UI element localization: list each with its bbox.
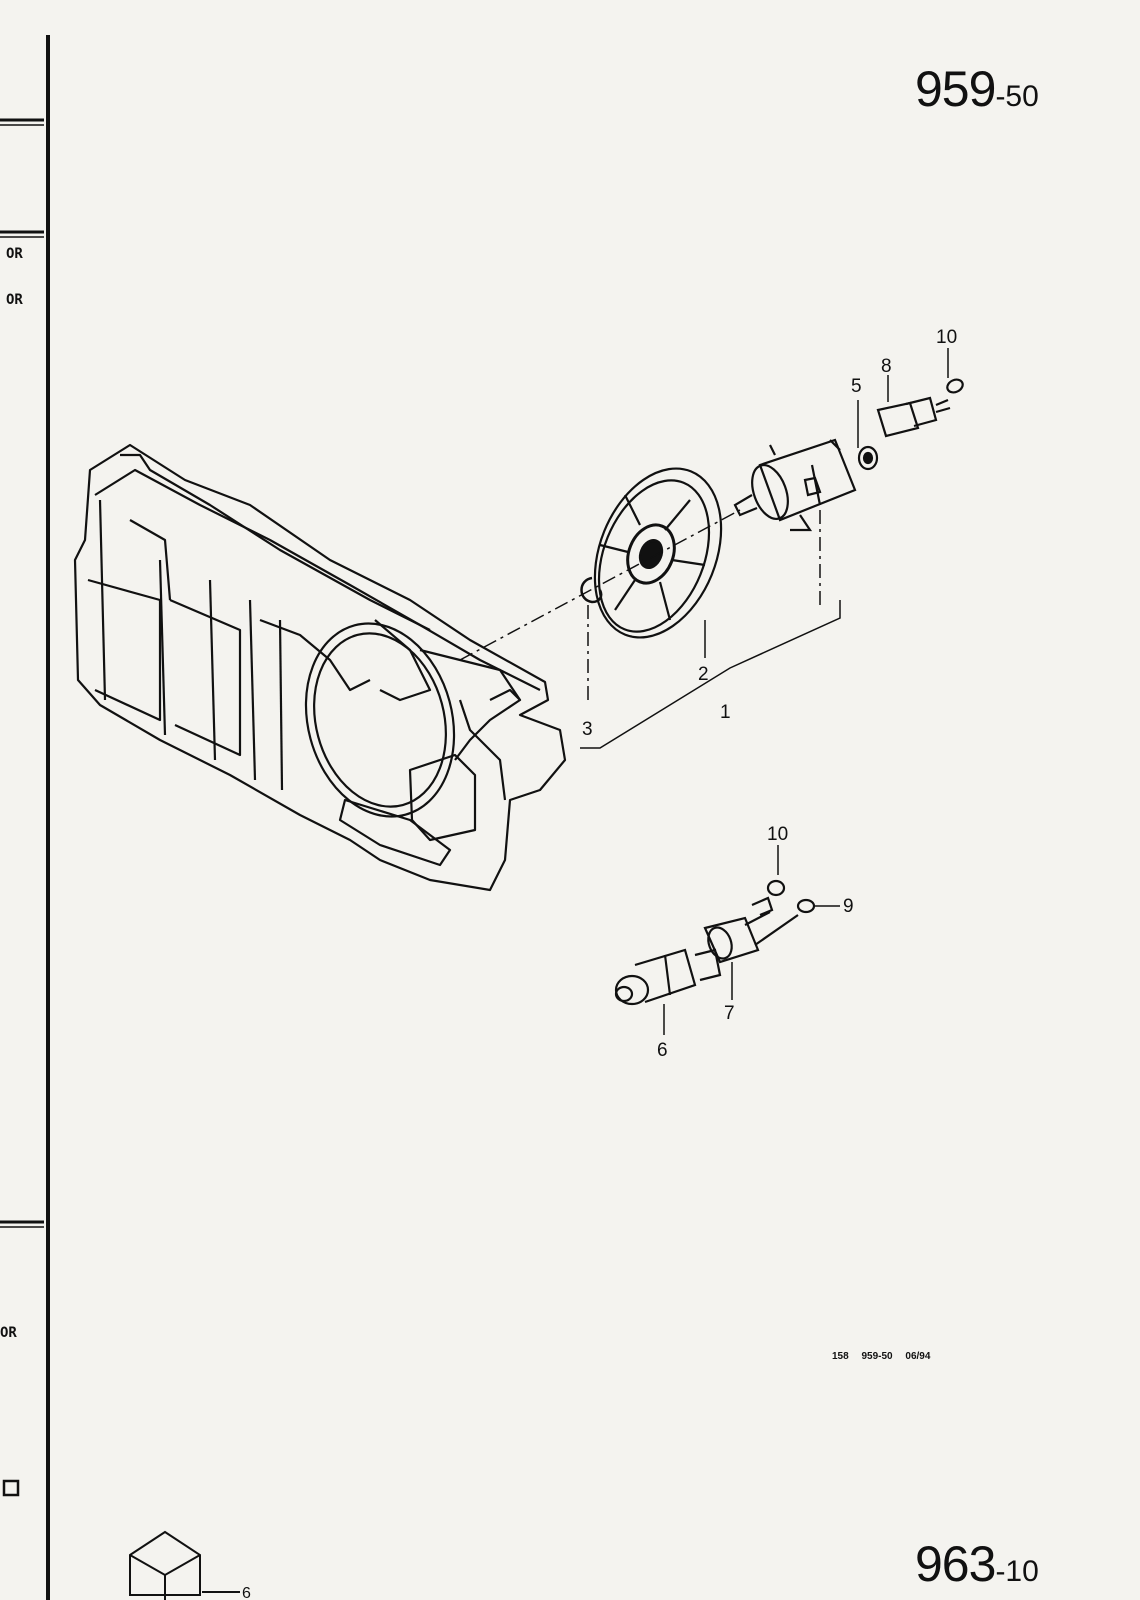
callout-1: 1 <box>720 702 731 723</box>
callout-numbers: 1 2 3 5 8 10 10 9 6 7 <box>582 327 957 1061</box>
callout-9: 9 <box>843 896 854 917</box>
callout-8: 8 <box>881 356 892 377</box>
page-minor: -50 <box>995 80 1039 113</box>
callout-3: 3 <box>582 719 593 740</box>
callout-10-bottom: 10 <box>767 824 788 845</box>
margin-tag-1: OR <box>6 246 23 262</box>
next-page-minor: -10 <box>995 1555 1039 1588</box>
page-number-footer: 963-10 <box>915 1535 1039 1593</box>
callout-6: 6 <box>657 1040 668 1061</box>
callout-2: 2 <box>698 664 709 685</box>
margin-tag-3: OR <box>0 1325 17 1341</box>
reference-code: 158 959-50 06/94 <box>832 1351 931 1362</box>
binding-rule <box>0 35 50 1600</box>
callout-bottom-6: 6 <box>242 1585 251 1600</box>
leader-lines <box>580 348 949 1035</box>
relay-thumbnail-icon: 6 <box>129 1530 251 1600</box>
front-panel-drawing <box>73 443 567 892</box>
motor-connector-drawing <box>857 378 964 471</box>
margin-box-icon <box>2 1479 20 1497</box>
next-page-major: 963 <box>915 1536 996 1592</box>
pressure-switch-drawing <box>614 879 816 1006</box>
fan-motor-drawing <box>733 438 857 532</box>
clip-drawing <box>580 576 603 604</box>
assembly-lines <box>459 509 821 700</box>
page-major: 959 <box>915 61 996 117</box>
callout-10-top: 10 <box>936 327 957 348</box>
callout-7: 7 <box>724 1003 735 1024</box>
margin-tag-2: OR <box>6 292 23 308</box>
fan-shroud-drawing <box>593 467 723 639</box>
callout-5: 5 <box>851 376 862 397</box>
page-number-header: 959-50 <box>915 60 1039 118</box>
